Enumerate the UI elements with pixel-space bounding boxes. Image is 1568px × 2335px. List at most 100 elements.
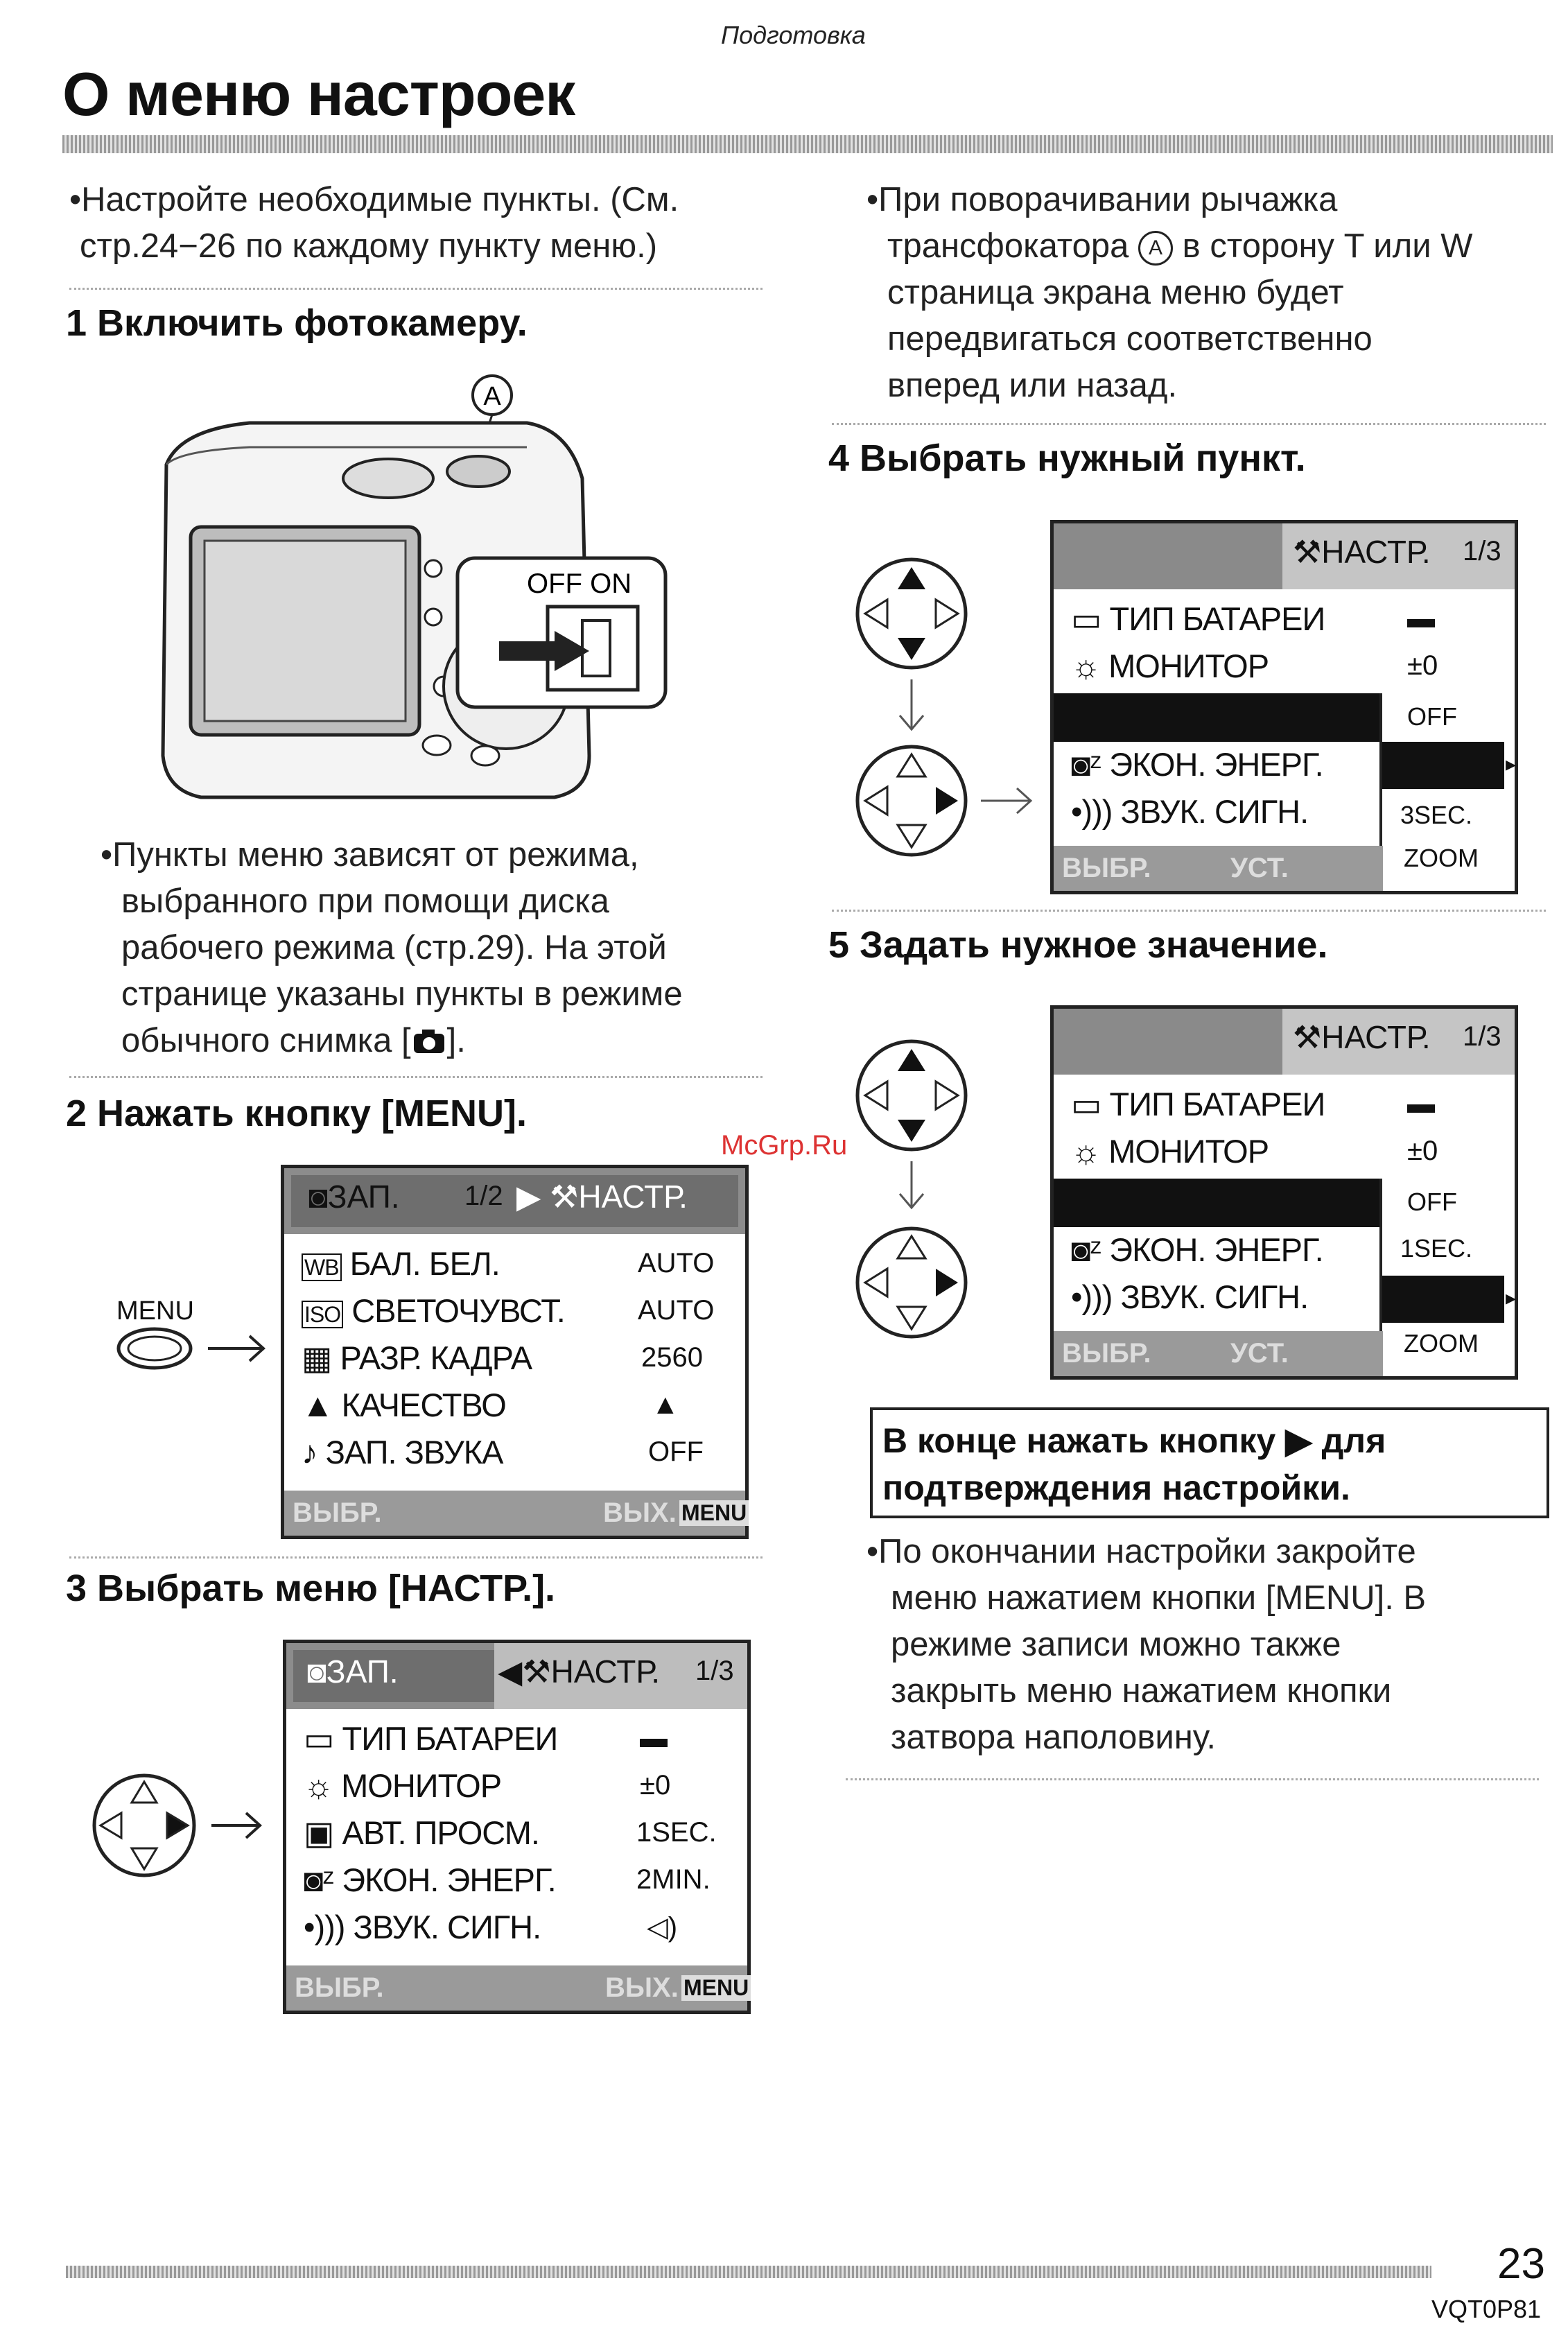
zoom-note-line-1: •При поворачивании рычажка — [866, 181, 1338, 218]
lcd-row: ▭ ТИП БАТАРЕИ — [1071, 1086, 1325, 1122]
lcd-row: •))) ЗВУК. СИГН. — [1071, 1278, 1309, 1315]
nav-pad-right-illustration — [92, 1773, 262, 1877]
lcd-rec-menu: ◙ЗАП. 1/2 ▶ ⚒НАСТР. WB БАЛ. БЕЛ. AUTO IS… — [281, 1165, 749, 1539]
lcd-row: ♪ ЗАП. ЗВУКА — [302, 1434, 503, 1470]
lcd-value: 2MIN. — [636, 1864, 711, 1895]
selected-row-bar — [1054, 1179, 1379, 1227]
lcd-row: ISO СВЕТОЧУВСТ. — [302, 1292, 566, 1330]
lcd-row: •))) ЗВУК. СИГН. — [1071, 793, 1309, 830]
power-save-icon: ◙ᶻ — [304, 1861, 334, 1898]
lcd-value: AUTO — [638, 1248, 715, 1278]
divider — [69, 1076, 763, 1078]
arrow-right-icon: ▸ — [1506, 753, 1517, 776]
battery-icon: ▭ — [1071, 600, 1101, 637]
option-item: OFF — [1407, 1188, 1457, 1216]
note1-line-5: обычного снимка []. — [121, 1022, 466, 1059]
lcd-value: ±0 — [1407, 1136, 1438, 1166]
divider — [832, 423, 1546, 425]
confirm-note-line-1: В конце нажать кнопку ▶ для — [882, 1421, 1386, 1460]
lcd-row: ▭ ТИП БАТАРЕИ — [1071, 600, 1325, 637]
review-icon: ▣ — [304, 1814, 334, 1851]
lcd-footer: ВЫБР. ВЫХ. MENU — [286, 1965, 751, 2011]
lcd-row: •))) ЗВУК. СИГН. — [304, 1909, 541, 1945]
final-note-line-1: •По окончании настройки закройте — [866, 1533, 1416, 1570]
camera-icon: ◙ — [307, 1653, 326, 1690]
tab-rec: ◙ЗАП. — [308, 1179, 400, 1215]
step-4-heading: 4 Выбрать нужный пункт. — [828, 437, 1306, 479]
lcd-row: ▭ ТИП БАТАРЕИ — [304, 1720, 558, 1757]
selected-row-bar — [1054, 693, 1379, 742]
page-indicator: 1/3 — [1463, 1021, 1501, 1052]
battery-icon: ▭ — [1071, 1086, 1101, 1122]
lcd-value: 1SEC. — [636, 1817, 717, 1848]
off-on-label: OFF ON — [527, 568, 631, 599]
lcd-footer: ВЫБР. ВЫХ. MENU — [284, 1491, 749, 1536]
beep-icon: •))) — [1071, 793, 1113, 830]
option-item: 1SEC. — [1400, 1234, 1473, 1262]
selected-option-bar — [1382, 742, 1504, 789]
tab-rec: ◙ЗАП. — [307, 1653, 399, 1690]
lcd-step5-menu: ⚒НАСТР. 1/3 ▭ ТИП БАТАРЕИ ▬ ☼ МОНИТОР ±0… — [1050, 1005, 1518, 1380]
beep-icon: •))) — [304, 1909, 345, 1945]
brightness-icon: ☼ — [1071, 1133, 1101, 1170]
arrow-left-icon: ◀ — [498, 1653, 523, 1690]
title-underline — [62, 135, 1553, 153]
page-number: 23 — [1497, 2240, 1545, 2288]
brightness-icon: ☼ — [1071, 648, 1101, 684]
lcd-row: ◙ᶻ ЭКОН. ЭНЕРГ. — [1071, 1231, 1324, 1268]
wrench-icon: ⚒ — [1293, 1019, 1322, 1055]
tab-setup: ⚒НАСТР. — [1293, 1019, 1431, 1055]
menu-button-illustration — [116, 1327, 265, 1370]
zoom-note-line-5: вперед или назад. — [887, 367, 1178, 404]
callout-a-label: A — [483, 382, 501, 411]
page-indicator: 1/2 — [464, 1181, 503, 1211]
final-note-line-5: затвора наполовину. — [891, 1719, 1217, 1756]
step-2-heading: 2 Нажать кнопку [MENU]. — [66, 1093, 527, 1134]
camera-icon: ◙ — [308, 1179, 328, 1215]
watermark: McGrp.Ru — [721, 1130, 848, 1161]
lcd-step4-menu: ⚒НАСТР. 1/3 ▭ ТИП БАТАРЕИ ▬ ☼ МОНИТОР ±0… — [1050, 520, 1518, 894]
lcd-header: ◙ЗАП. 1/2 ▶ ⚒НАСТР. — [284, 1168, 745, 1234]
arrow-right-icon: ▶ — [516, 1179, 550, 1215]
menu-label: MENU — [116, 1296, 194, 1326]
lcd-footer: ВЫБР. УСТ. — [1054, 1331, 1383, 1376]
lcd-row: ☼ МОНИТОР — [1071, 1133, 1269, 1170]
lcd-setup-menu: ◙ЗАП. ◀⚒НАСТР. 1/3 ▭ ТИП БАТАРЕИ ▬ ☼ МОН… — [283, 1640, 751, 2014]
divider — [69, 1556, 763, 1559]
options-list — [1379, 1179, 1514, 1369]
note1-line-2: выбранного при помощи диска — [121, 883, 609, 920]
lcd-value: ▲ — [652, 1389, 679, 1420]
brightness-icon: ☼ — [304, 1767, 333, 1804]
intro-line-1: •Настройте необходимые пункты. (См. — [69, 181, 679, 218]
wrench-icon: ⚒ — [522, 1653, 551, 1690]
step-1-heading: 1 Включить фотокамеру. — [66, 302, 528, 344]
footer-bar — [66, 2266, 1431, 2278]
power-save-icon: ◙ᶻ — [1071, 1231, 1101, 1268]
note1-line-1: •Пункты меню зависят от режима, — [101, 836, 639, 874]
lcd-value: AUTO — [638, 1295, 715, 1326]
zoom-note-line-4: передвигаться соответственно — [887, 320, 1373, 358]
beep-icon: •))) — [1071, 1278, 1113, 1315]
tab-setup: ▶ ⚒НАСТР. — [516, 1179, 688, 1215]
final-note-line-2: меню нажатием кнопки [MENU]. В — [891, 1579, 1427, 1617]
note1-line-3: рабочего режима (стр.29). На этой — [121, 929, 667, 966]
callout-a-icon: A — [1138, 231, 1174, 266]
confirm-note-line-2: подтверждения настройки. — [882, 1468, 1350, 1507]
lcd-header: ⚒НАСТР. 1/3 — [1054, 1009, 1515, 1075]
lcd-value: ◁) — [647, 1912, 678, 1943]
intro-line-2: стр.24−26 по каждому пункту меню.) — [80, 227, 658, 265]
lcd-header: ◙ЗАП. ◀⚒НАСТР. 1/3 — [286, 1643, 747, 1709]
lcd-row: ▲ КАЧЕСТВО — [302, 1387, 507, 1423]
battery-icon: ▭ — [304, 1720, 334, 1757]
doc-code: VQT0P81 — [1431, 2295, 1542, 2323]
lcd-row: ☼ МОНИТОР — [1071, 648, 1269, 684]
camera-mode-icon — [413, 1030, 444, 1053]
lcd-row: WB БАЛ. БЕЛ. — [302, 1244, 500, 1283]
wrench-icon: ⚒ — [1293, 534, 1322, 570]
page-title: О меню настроек — [62, 60, 575, 128]
tab-setup: ⚒НАСТР. — [1293, 534, 1431, 570]
wrench-icon: ⚒ — [550, 1179, 579, 1215]
lcd-value: ±0 — [1407, 650, 1438, 681]
confirm-note-box: В конце нажать кнопку ▶ для подтверждени… — [870, 1407, 1549, 1518]
step-3-heading: 3 Выбрать меню [НАСТР.]. — [66, 1568, 556, 1609]
